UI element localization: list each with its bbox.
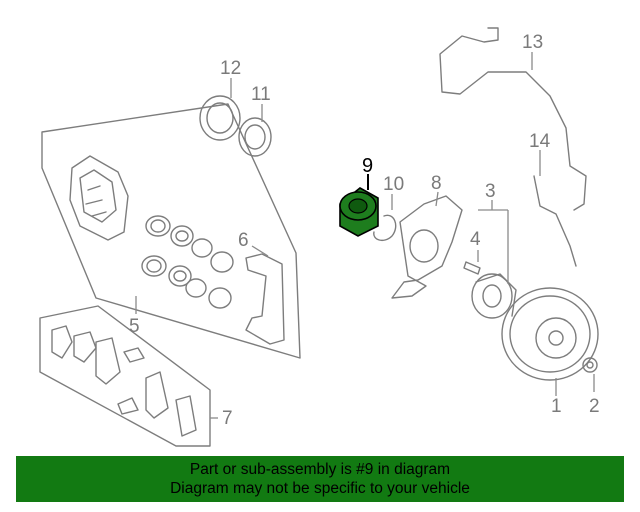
callout-6: 6 bbox=[238, 230, 249, 251]
wheel-bearing-highlight bbox=[339, 187, 379, 237]
caliper-assembly-box bbox=[41, 103, 301, 359]
wheel-hub bbox=[471, 273, 517, 319]
callout-9-highlighted: 9 bbox=[362, 155, 373, 177]
brake-pad-box bbox=[39, 305, 211, 447]
callout-2: 2 bbox=[589, 396, 600, 417]
callout-3: 3 bbox=[485, 181, 496, 202]
lug-nut bbox=[582, 357, 598, 373]
info-banner: Part or sub-assembly is #9 in diagram Di… bbox=[16, 456, 624, 502]
snap-ring bbox=[373, 214, 397, 242]
leader-lines bbox=[135, 52, 595, 419]
callout-10: 10 bbox=[383, 174, 404, 195]
wheel-stud bbox=[463, 261, 481, 275]
banner-line-disclaimer: Diagram may not be specific to your vehi… bbox=[170, 480, 470, 497]
dust-shield bbox=[391, 195, 463, 299]
abs-sensor-wire bbox=[439, 27, 587, 211]
callout-8: 8 bbox=[431, 173, 442, 194]
parts-diagram: 1 2 3 4 5 6 7 8 9 10 11 12 13 14 bbox=[39, 27, 600, 447]
callout-11: 11 bbox=[251, 84, 271, 105]
brake-rotor bbox=[501, 287, 599, 381]
callout-12: 12 bbox=[220, 58, 241, 79]
callout-1: 1 bbox=[551, 396, 562, 417]
callout-14: 14 bbox=[529, 131, 551, 152]
callout-7: 7 bbox=[222, 408, 233, 429]
abs-tone-ring bbox=[199, 95, 241, 141]
dust-shield-hole bbox=[409, 229, 439, 263]
callout-4: 4 bbox=[470, 229, 481, 250]
callout-13: 13 bbox=[522, 32, 543, 53]
brake-hose bbox=[533, 175, 577, 267]
pistons bbox=[141, 215, 234, 309]
banner-line-part-number: Part or sub-assembly is #9 in diagram bbox=[189, 461, 451, 478]
seal-ring bbox=[238, 117, 272, 157]
callout-5: 5 bbox=[129, 316, 140, 337]
